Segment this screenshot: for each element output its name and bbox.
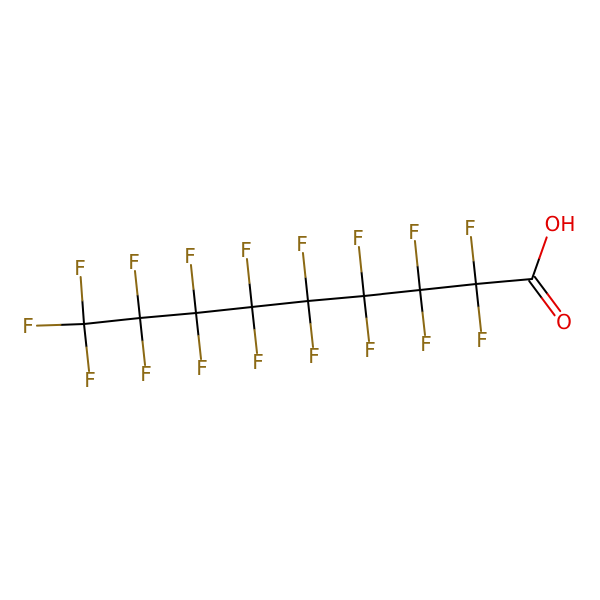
cf-bond-16-carbon-half (472, 259, 477, 285)
cf-bond-6-hetero-half (189, 263, 195, 290)
fluorine-atom-label: F (252, 350, 264, 374)
cf-bond-11-hetero-half (309, 323, 315, 349)
fluorine-atom-label: F (408, 220, 420, 244)
cf-bond-3-hetero-half (85, 346, 91, 373)
fluorine-atom-label: F (296, 232, 308, 256)
cf-bond-17-hetero-half (477, 306, 483, 333)
carbon-bond-4 (251, 300, 309, 308)
cf-bond-14-carbon-half (416, 264, 421, 291)
cf-bond-3-carbon-half (83, 323, 88, 349)
cf-bond-5-carbon-half (139, 317, 144, 343)
fluorine-atom-label: F (196, 356, 208, 380)
fluorine-atom-label: F (308, 344, 320, 368)
c-o-double-bond-a-carbon-half (528, 280, 543, 300)
cf-bond-4-hetero-half (133, 269, 139, 296)
cf-bond-12-carbon-half (360, 270, 365, 297)
cf-bond-8-hetero-half (245, 257, 251, 284)
carbon-bond-6 (363, 289, 421, 297)
fluorine-atom-label: F (128, 250, 140, 274)
fluorine-atom-label: F (184, 244, 196, 268)
carbon-bond-8 (475, 278, 533, 285)
cf-bond-12-hetero-half (357, 245, 363, 273)
hydroxyl-label: OH (545, 212, 576, 236)
cf-bond-10-hetero-half (301, 251, 307, 278)
fluorine-atom-label: F (74, 256, 86, 280)
fluorine-atom-label: F (240, 238, 252, 262)
carbon-bond-7 (419, 283, 477, 291)
cf-bond-16-hetero-half (469, 235, 475, 262)
fluorine-atom-label: F (420, 332, 432, 356)
cf-bond-13-carbon-half (363, 295, 368, 320)
cf-bond-5-hetero-half (141, 340, 147, 367)
cf-bond-15-hetero-half (421, 311, 427, 337)
fluorine-atom-label: F (140, 362, 152, 386)
c-o-double-bond-b-carbon-half (533, 275, 549, 295)
cf-bond-17-carbon-half (475, 283, 480, 309)
carbon-bond-5 (307, 295, 365, 302)
c-o-double-bond-a-hetero-half (540, 297, 556, 317)
c-o-double-bond-b-hetero-half (546, 292, 562, 313)
cf-bond-7-hetero-half (197, 335, 203, 361)
cf-bond-2-hetero-half (79, 275, 84, 302)
cf-bond-1-carbon-half (59, 323, 85, 326)
fluorine-atom-label: F (22, 314, 34, 338)
carbon-bond-3 (195, 306, 253, 314)
cf-bond-9-carbon-half (251, 306, 256, 332)
c-oh-bond-hetero-half (538, 236, 548, 260)
carbonyl-oxygen-label: O (556, 310, 572, 334)
cf-bond-4-carbon-half (136, 293, 141, 319)
cf-bond-15-carbon-half (419, 289, 424, 314)
cf-bond-11-carbon-half (307, 300, 312, 326)
fluorine-atom-label: F (464, 216, 476, 240)
cf-bond-7-carbon-half (195, 312, 200, 338)
cf-bond-1-hetero-half (35, 323, 62, 327)
cf-bond-9-hetero-half (253, 329, 259, 355)
cf-bond-6-carbon-half (192, 287, 197, 314)
carbon-bond-1 (83, 317, 141, 325)
fluorine-atom-label: F (364, 338, 376, 362)
fluorine-atom-label: F (352, 226, 364, 250)
fluorine-atom-label: F (84, 368, 96, 392)
cf-bond-8-carbon-half (248, 281, 253, 308)
c-oh-bond-carbon-half (531, 257, 541, 280)
carbon-bond-2 (139, 312, 197, 319)
cf-bond-2-carbon-half (81, 299, 85, 325)
cf-bond-13-hetero-half (365, 317, 371, 343)
cf-bond-14-hetero-half (413, 239, 419, 267)
cf-bond-10-carbon-half (304, 275, 309, 302)
fluorine-atom-label: F (476, 328, 488, 352)
